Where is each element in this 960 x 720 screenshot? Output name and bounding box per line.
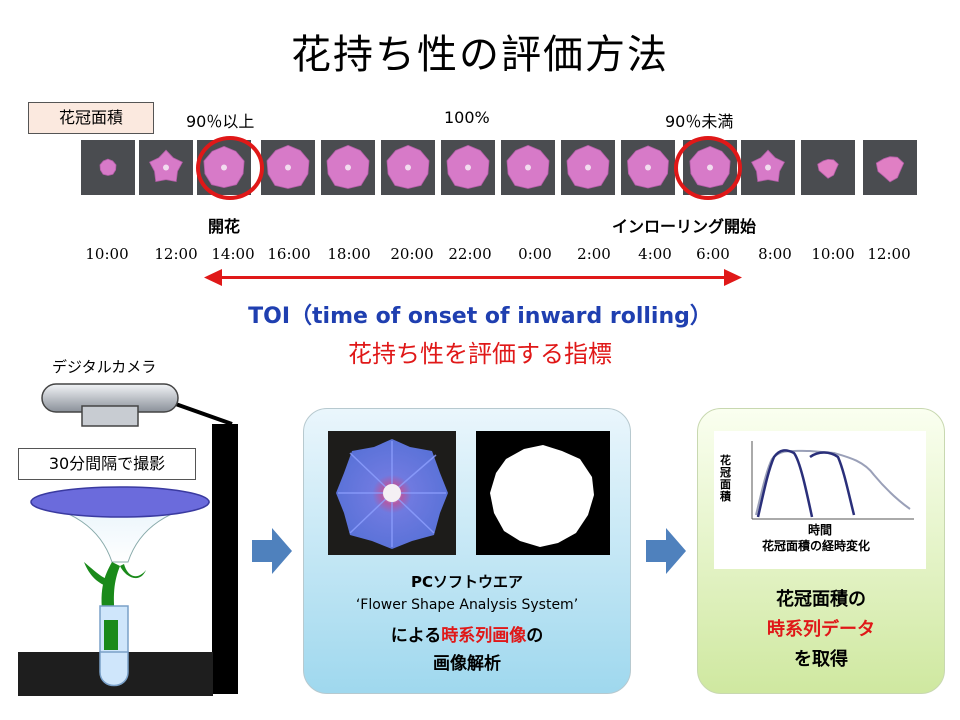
result-line-3: を取得 [794, 649, 848, 670]
flower-thumbnail [801, 140, 855, 195]
time-label: 0:00 [518, 245, 552, 263]
area-label-box: 花冠面積 [28, 102, 154, 134]
analysis-desc-highlight: 時系列画像 [441, 626, 527, 646]
software-label: PCソフトウエア [410, 573, 523, 591]
time-label: 2:00 [577, 245, 611, 263]
process-arrow-right-1 [252, 528, 292, 574]
time-label: 12:00 [867, 245, 911, 263]
toi-arrow-right-head [724, 269, 742, 286]
percent-full-label: 100% [444, 108, 490, 127]
chart-y-label: 花冠面積 [720, 454, 731, 503]
chart-caption: 花冠面積の経時変化 [762, 539, 871, 553]
analysis-title: 画像解析 [433, 654, 501, 674]
percent-low-label: 90％未満 [665, 112, 734, 131]
result-panel: 花冠面積 時間 花冠面積の経時変化 花冠面積の 時系列データ を取得 [697, 408, 945, 694]
time-label: 18:00 [327, 245, 371, 263]
chart-x-label: 時間 [808, 523, 833, 537]
analysis-desc-pre: による [390, 626, 442, 646]
flower-thumbnail [561, 140, 615, 195]
flower-thumbnail [621, 140, 675, 195]
process-arrow-right-2 [646, 528, 686, 574]
toi-arrow-line [210, 276, 738, 279]
time-label: 14:00 [211, 245, 255, 263]
flower-thumbnail [381, 140, 435, 195]
flower-thumbnail [863, 140, 917, 195]
binary-mask-image [476, 431, 610, 555]
highlight-ring-open [196, 136, 264, 200]
camera-label: デジタルカメラ [52, 358, 157, 376]
time-label: 6:00 [696, 245, 730, 263]
highlight-ring-rolling [674, 136, 742, 200]
time-label: 8:00 [758, 245, 792, 263]
time-label: 10:00 [85, 245, 129, 263]
area-time-chart [714, 431, 926, 569]
flower-thumbnail [81, 140, 135, 195]
result-line-2: 時系列データ [767, 619, 875, 640]
result-line-1: 花冠面積の [776, 589, 866, 610]
time-label: 4:00 [638, 245, 672, 263]
software-name: ‘Flower Shape Analysis System’ [355, 597, 579, 613]
page-title: 花持ち性の評価方法 [291, 32, 669, 78]
flower-thumbnail [741, 140, 795, 195]
analysis-panel: PCソフトウエア ‘Flower Shape Analysis System’ … [303, 408, 631, 694]
time-label: 10:00 [811, 245, 855, 263]
analysis-description: による時系列画像の [304, 621, 630, 646]
flower-photo [328, 431, 456, 555]
flower-thumbnail [441, 140, 495, 195]
event-rolling-label: インローリング開始 [612, 217, 757, 236]
event-open-label: 開花 [208, 217, 241, 236]
time-label: 20:00 [390, 245, 434, 263]
interval-label-box: 30分間隔で撮影 [18, 448, 196, 480]
camera-setup-illustration [18, 383, 238, 696]
toi-definition: TOI（time of onset of inward rolling） [248, 304, 712, 329]
flower-thumbnail [321, 140, 375, 195]
time-label: 16:00 [267, 245, 311, 263]
analysis-desc-post: の [526, 626, 544, 646]
toi-arrow-left-head [204, 269, 222, 286]
flower-thumbnail [139, 140, 193, 195]
flower-thumbnail [501, 140, 555, 195]
flower-thumbnail [261, 140, 315, 195]
time-label: 22:00 [448, 245, 492, 263]
percent-high-label: 90％以上 [186, 112, 255, 131]
time-label: 12:00 [154, 245, 198, 263]
toi-subtitle: 花持ち性を評価する指標 [348, 340, 612, 368]
